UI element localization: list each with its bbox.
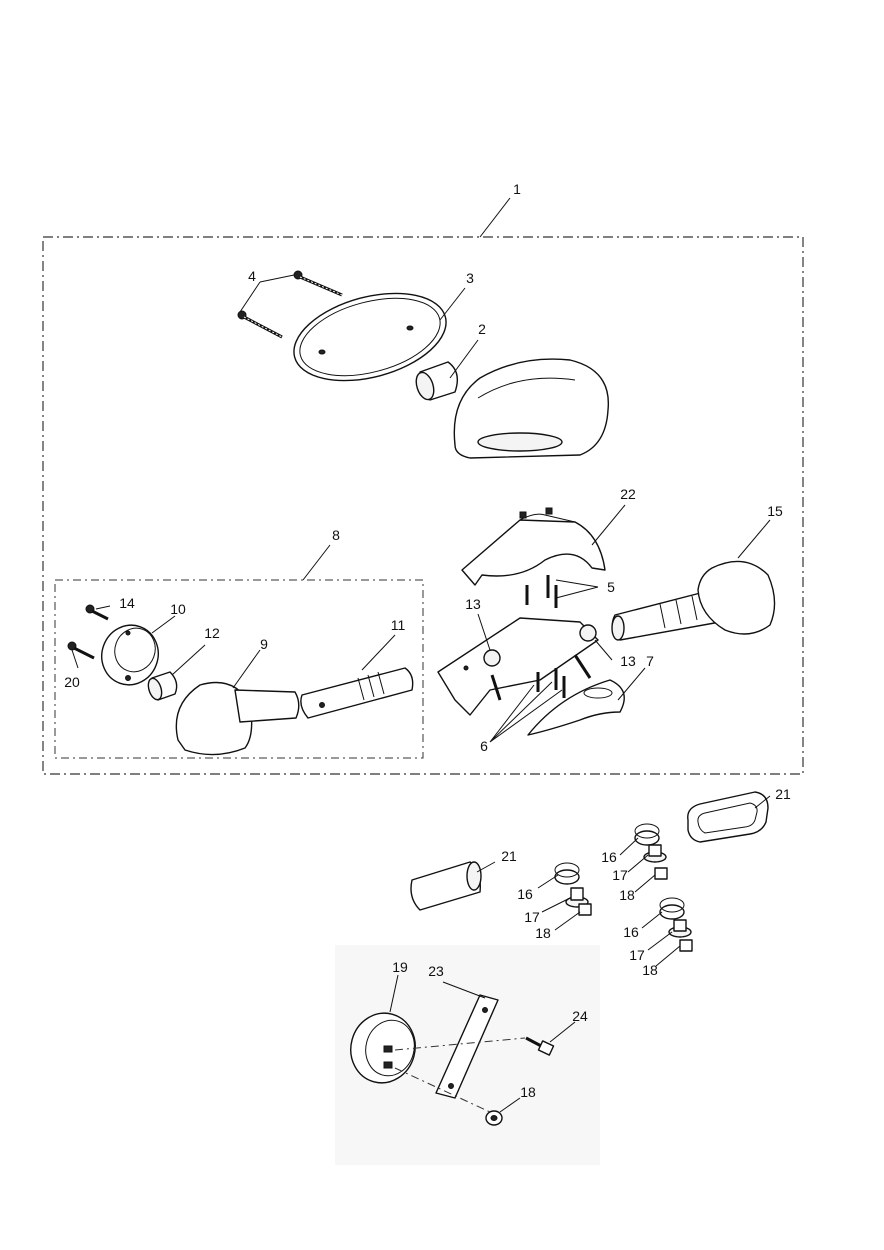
assembly-axis-upper [394, 1037, 526, 1051]
washer-17-c [668, 919, 692, 938]
callout-18-d: 18 [520, 1084, 536, 1100]
callout-18-a: 18 [535, 925, 551, 941]
rear-lens-cover [293, 292, 447, 382]
screw-upper [293, 270, 343, 297]
indicator-15 [611, 560, 776, 641]
callout-20: 20 [64, 674, 80, 690]
callout-8: 8 [332, 527, 340, 543]
nut-18-d [485, 1110, 503, 1126]
bulb [415, 361, 458, 401]
callout-13-lower: 13 [620, 653, 636, 669]
callout-18-c: 18 [642, 962, 658, 978]
callout-5: 5 [607, 579, 615, 595]
callout-22: 22 [620, 486, 636, 502]
amber-lens-21-right [687, 791, 769, 843]
callout-19: 19 [392, 959, 408, 975]
callout-4: 4 [248, 268, 256, 284]
bracket-plate-23 [435, 994, 499, 1099]
reflector-19 [350, 1012, 416, 1084]
callout-14: 14 [119, 595, 135, 611]
callout-16-b: 16 [601, 849, 617, 865]
callout-17-a: 17 [524, 909, 540, 925]
indicator-stem-11 [300, 667, 414, 719]
lamp-housing [453, 358, 610, 459]
callout-7: 7 [646, 653, 654, 669]
callout-12: 12 [204, 625, 220, 641]
callout-16-c: 16 [623, 924, 639, 940]
nut-18-a [578, 903, 592, 916]
callout-13-upper: 13 [465, 596, 481, 612]
bolt-24 [525, 1036, 555, 1056]
nut-18-c [679, 939, 693, 952]
callout-21-right: 21 [775, 786, 791, 802]
grommet-16-c [659, 897, 685, 920]
callout-21-left: 21 [501, 848, 517, 864]
grommet-16-b [634, 823, 660, 846]
callout-6: 6 [480, 738, 488, 754]
bracket-screws-5 [525, 575, 558, 608]
callout-9: 9 [260, 636, 268, 652]
indicator-screw-14 [85, 604, 109, 621]
grommet-16-a [554, 862, 580, 885]
callout-17-b: 17 [612, 867, 628, 883]
callout-17-c: 17 [629, 947, 645, 963]
mounting-bracket [437, 617, 599, 716]
bracket-screws-6 [536, 668, 566, 698]
indicator-bulb-12 [147, 671, 178, 701]
callout-10: 10 [170, 601, 186, 617]
callout-24: 24 [572, 1008, 588, 1024]
mount-cover-22 [461, 507, 606, 586]
indicator-screw-20 [67, 641, 95, 660]
callout-16-a: 16 [517, 886, 533, 902]
callout-18-b: 18 [619, 887, 635, 903]
washer-17-b [643, 844, 667, 863]
indicator-lens-9 [175, 681, 300, 756]
assembly-8-boundary [54, 579, 424, 759]
screw-lower [237, 310, 283, 339]
amber-lens-21-left [410, 861, 482, 911]
callout-23: 23 [428, 963, 444, 979]
callout-3: 3 [466, 270, 474, 286]
callout-2: 2 [478, 321, 486, 337]
callout-15: 15 [767, 503, 783, 519]
leader-lines [71, 197, 771, 1113]
indicator-rim-10 [101, 624, 159, 686]
callout-11: 11 [391, 617, 406, 633]
nut-18-b [654, 867, 668, 880]
lower-cover-7 [527, 679, 625, 736]
assembly-1-boundary [42, 236, 804, 775]
callout-1: 1 [513, 181, 521, 197]
